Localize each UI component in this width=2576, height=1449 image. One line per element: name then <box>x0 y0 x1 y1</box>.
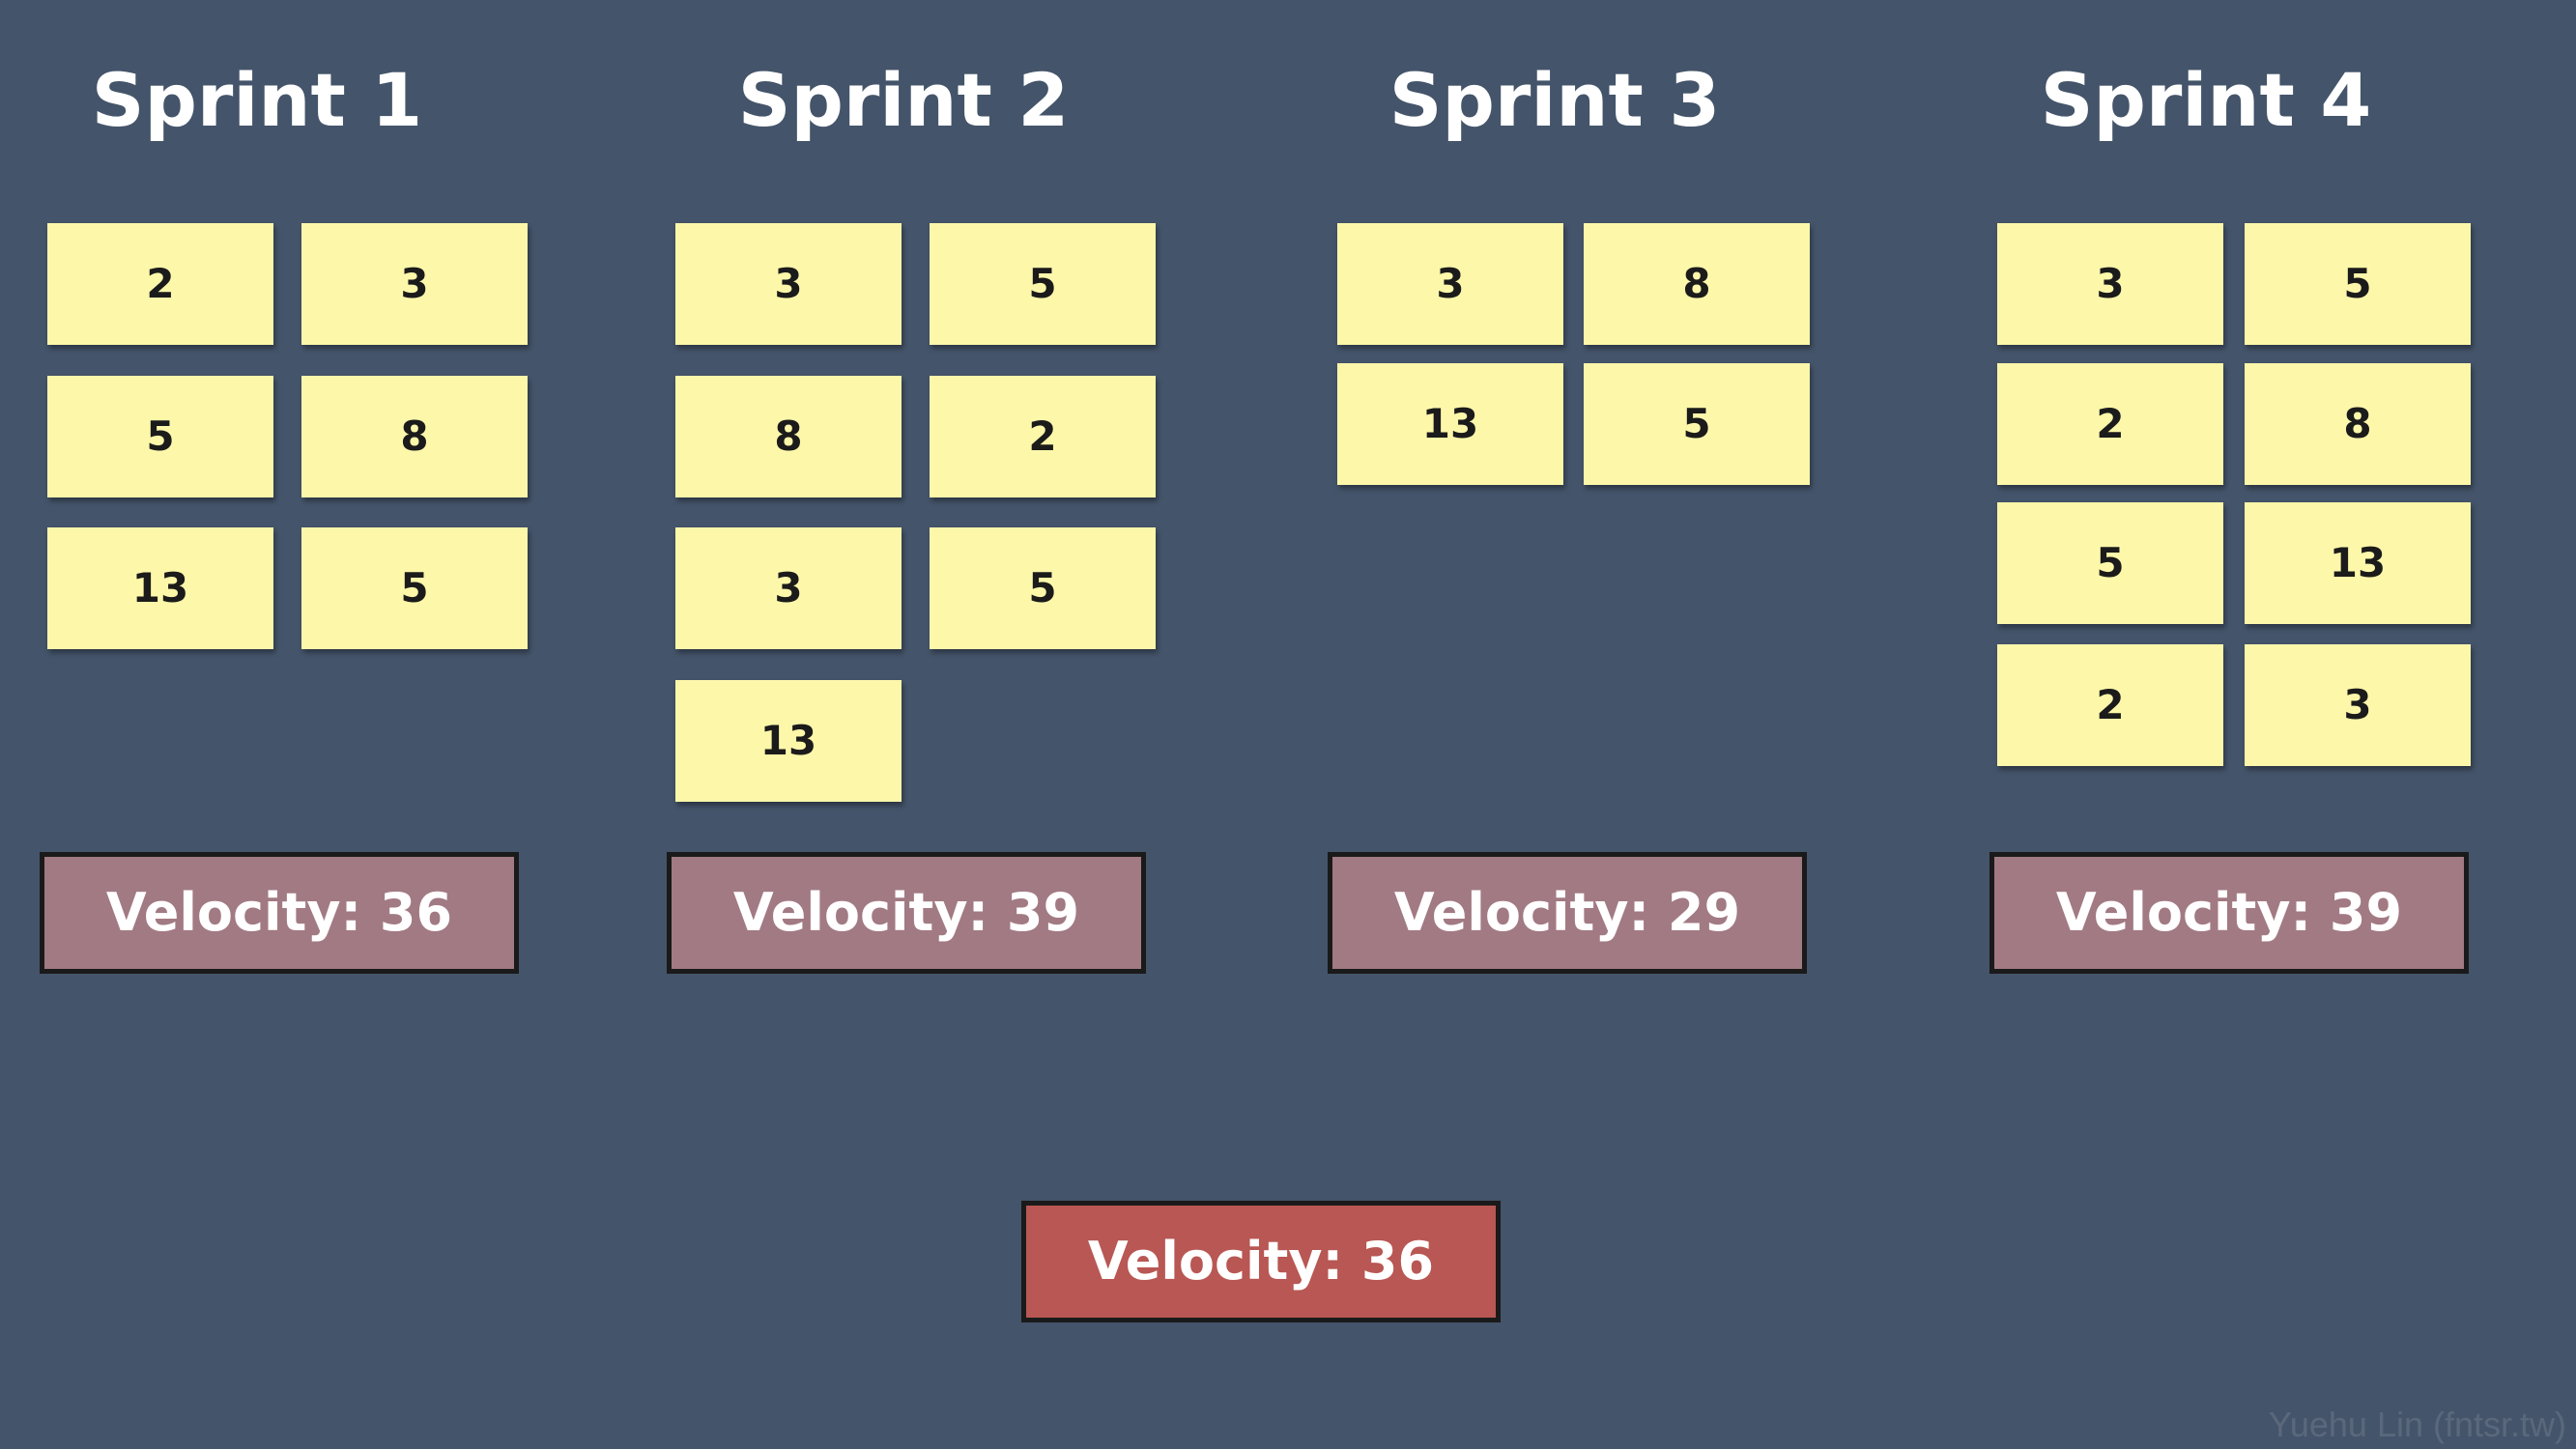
story-card: 3 <box>2245 644 2471 766</box>
story-card: 3 <box>675 223 902 345</box>
story-card: 8 <box>1584 223 1810 345</box>
story-card: 2 <box>1997 644 2223 766</box>
story-card: 5 <box>1584 363 1810 485</box>
story-card: 5 <box>301 527 528 649</box>
sprint-1-title: Sprint 1 <box>91 57 423 143</box>
story-card: 13 <box>2245 502 2471 624</box>
summary-velocity: Velocity: 36 <box>1021 1201 1501 1322</box>
sprint-4-velocity: Velocity: 39 <box>1989 852 2469 974</box>
story-card: 3 <box>301 223 528 345</box>
story-card: 2 <box>47 223 273 345</box>
sprint-4-title: Sprint 4 <box>2040 57 2372 143</box>
sprint-3-velocity: Velocity: 29 <box>1328 852 1807 974</box>
story-card: 5 <box>1997 502 2223 624</box>
story-card: 5 <box>930 527 1156 649</box>
story-card: 5 <box>930 223 1156 345</box>
story-card: 13 <box>675 680 902 802</box>
story-card: 3 <box>1337 223 1563 345</box>
story-card: 3 <box>675 527 902 649</box>
story-card: 13 <box>1337 363 1563 485</box>
sprint-2-velocity: Velocity: 39 <box>667 852 1146 974</box>
story-card: 5 <box>2245 223 2471 345</box>
sprint-2-title: Sprint 2 <box>737 57 1070 143</box>
story-card: 5 <box>47 376 273 497</box>
story-card: 8 <box>2245 363 2471 485</box>
story-card: 8 <box>301 376 528 497</box>
story-card: 8 <box>675 376 902 497</box>
watermark: Yuehu Lin (fntsr.tw) <box>2268 1405 2566 1444</box>
story-card: 2 <box>930 376 1156 497</box>
story-card: 2 <box>1997 363 2223 485</box>
story-card: 3 <box>1997 223 2223 345</box>
story-card: 13 <box>47 527 273 649</box>
sprint-3-title: Sprint 3 <box>1388 57 1721 143</box>
sprint-1-velocity: Velocity: 36 <box>40 852 519 974</box>
